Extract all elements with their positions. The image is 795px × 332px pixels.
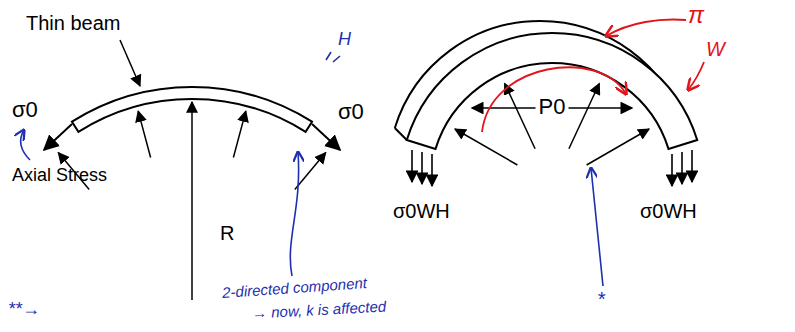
annotation-arrow bbox=[606, 20, 686, 36]
annotation-arrow bbox=[688, 62, 704, 90]
radius-label: R bbox=[220, 222, 234, 244]
pressure-label: P0 bbox=[536, 95, 569, 119]
handwritten-note: * bbox=[597, 288, 605, 310]
handwritten-note: 2-directed component bbox=[222, 275, 368, 302]
radius-line bbox=[191, 102, 193, 300]
load-arrows bbox=[412, 150, 692, 186]
annotation-ticks bbox=[326, 52, 340, 62]
handwritten-note: π bbox=[688, 2, 704, 28]
annotation-arrow bbox=[21, 130, 30, 160]
stress-caption: Axial Stress bbox=[12, 166, 107, 186]
force-label: σ0WH bbox=[393, 200, 450, 222]
leader-line bbox=[120, 40, 140, 86]
stress-arrow bbox=[44, 124, 72, 150]
half-ring bbox=[395, 21, 697, 149]
stress-arrow bbox=[312, 124, 340, 150]
handwritten-note: W bbox=[706, 38, 725, 60]
stress-label: σ0 bbox=[12, 98, 38, 122]
handwritten-note: H bbox=[338, 30, 351, 50]
handwritten-note: → now, k is affected bbox=[252, 298, 387, 322]
annotation-arrow bbox=[290, 152, 298, 276]
handwritten-note: **→ bbox=[8, 300, 40, 320]
annotation-arrow bbox=[591, 168, 603, 286]
annotation-arc bbox=[482, 67, 626, 132]
force-label: σ0WH bbox=[640, 200, 697, 222]
part-name: Thin beam bbox=[26, 12, 121, 34]
stress-label: σ0 bbox=[338, 100, 364, 124]
